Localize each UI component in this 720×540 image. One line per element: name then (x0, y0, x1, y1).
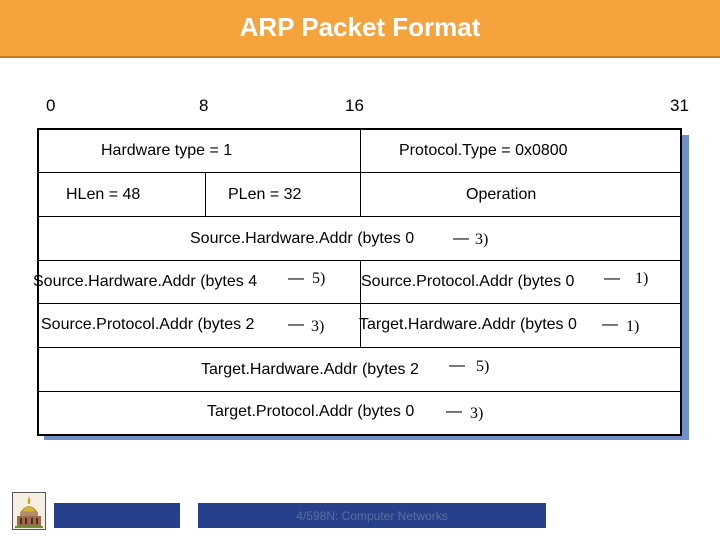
bit-position-31: 31 (670, 96, 689, 115)
field-source-protocol-addr-0-1: Source.Protocol.Addr (bytes 0 (361, 273, 575, 290)
title-bar: ARP Packet Format (0, 0, 720, 58)
row-divider (39, 260, 680, 261)
row-divider (39, 172, 680, 173)
range-end: 3) (475, 231, 489, 248)
field-target-hardware-addr-2-5: Target.Hardware.Addr (bytes 2 (201, 361, 419, 378)
range-end: 5) (476, 358, 490, 375)
range-dash: — (449, 357, 465, 374)
range-end: 1) (626, 318, 640, 335)
bit-position-8: 8 (199, 96, 209, 115)
column-divider (360, 260, 361, 347)
packet-frame (37, 128, 682, 436)
range-end: 1) (635, 270, 649, 287)
slide-title: ARP Packet Format (239, 12, 481, 42)
footer-box-left (54, 503, 180, 528)
field-plen: PLen = 32 (228, 186, 302, 203)
column-divider (205, 172, 206, 216)
column-divider (360, 172, 361, 216)
range-end: 3) (311, 318, 325, 335)
field-source-protocol-addr-2-3: Source.Protocol.Addr (bytes 2 (41, 316, 255, 333)
bit-position-16: 16 (345, 96, 364, 115)
range-dash: — (604, 270, 620, 287)
range-dash: — (453, 230, 469, 247)
row-divider (39, 303, 680, 304)
column-divider (360, 130, 361, 172)
field-target-hardware-addr-0-1: Target.Hardware.Addr (bytes 0 (359, 316, 577, 333)
field-target-protocol-addr-0-3: Target.Protocol.Addr (bytes 0 (207, 403, 415, 420)
field-operation: Operation (466, 186, 537, 203)
field-hardware-type: Hardware type = 1 (101, 142, 233, 159)
range-end: 5) (312, 270, 326, 287)
university-logo-icon (12, 492, 46, 530)
range-dash: — (446, 403, 462, 420)
range-dash: — (288, 316, 304, 333)
row-divider (39, 347, 680, 348)
field-source-hardware-addr-4-5: Source.Hardware.Addr (bytes 4 (33, 273, 258, 290)
field-protocol-type: Protocol.Type = 0x0800 (399, 142, 568, 159)
footer-box-center (198, 503, 546, 528)
field-source-hardware-addr-0-3: Source.Hardware.Addr (bytes 0 (190, 230, 415, 247)
row-divider (39, 216, 680, 217)
field-hlen: HLen = 48 (66, 186, 141, 203)
range-dash: — (602, 316, 618, 333)
footer-course-label: 4/598N: Computer Networks (296, 509, 448, 523)
bit-position-0: 0 (46, 96, 56, 115)
row-divider (39, 391, 680, 392)
range-end: 3) (470, 405, 484, 422)
range-dash: — (288, 270, 304, 287)
